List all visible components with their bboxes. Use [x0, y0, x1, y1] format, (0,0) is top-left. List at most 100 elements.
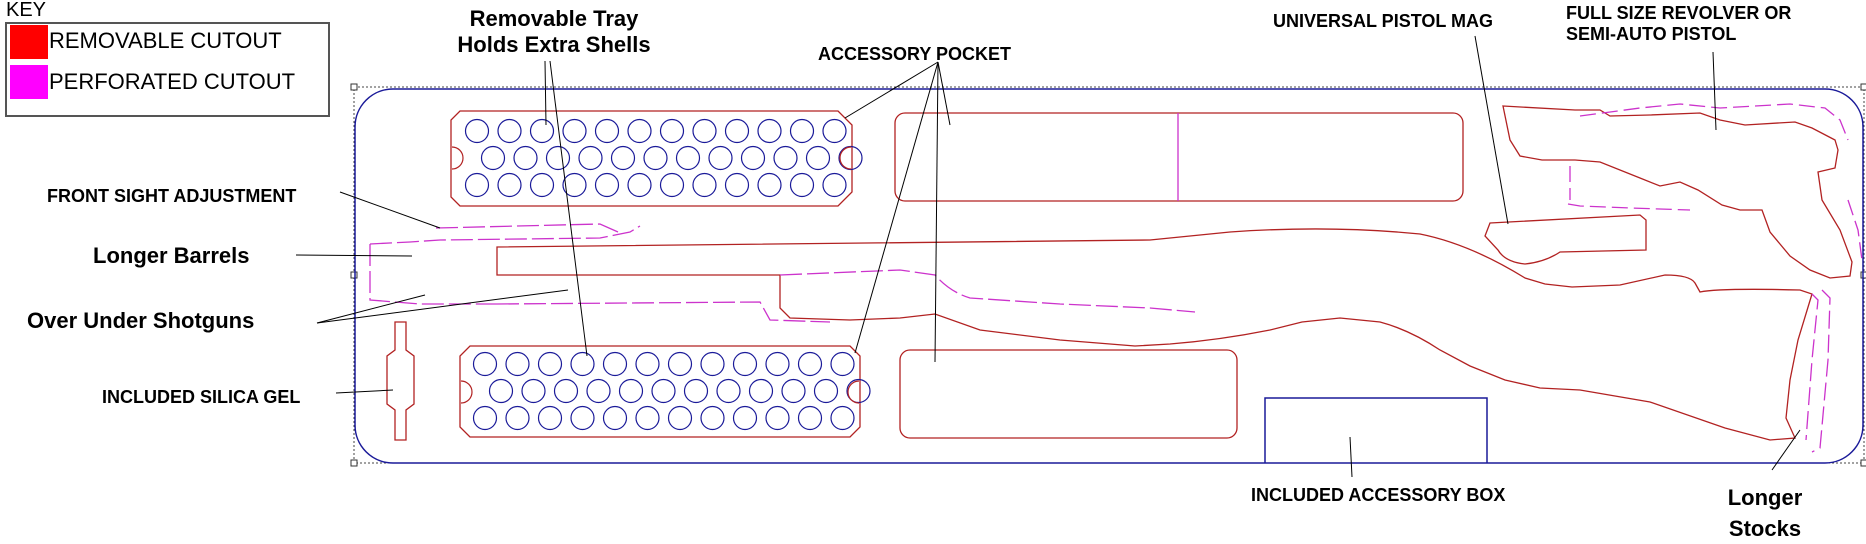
- shell-hole: [732, 405, 758, 431]
- shell-hole: [724, 172, 750, 198]
- tray-finger-notch: [839, 146, 852, 170]
- shell-hole: [578, 145, 603, 171]
- shell-hole: [789, 172, 815, 198]
- accessory-pocket-bottom: [899, 349, 1238, 439]
- shell-hole: [529, 118, 555, 144]
- shell-hole: [570, 405, 595, 431]
- shell-hole: [700, 405, 725, 431]
- shell-tray-top: [450, 110, 853, 207]
- pistol-mag-cutout: [1484, 214, 1647, 265]
- shell-hole: [813, 378, 839, 404]
- case-outline: [354, 88, 1864, 464]
- perforated-key-label: PERFORATED CUTOUT: [49, 69, 296, 94]
- front-sight-label: FRONT SIGHT ADJUSTMENT: [47, 186, 297, 206]
- longer-stocks-line2: Stocks: [1728, 516, 1802, 541]
- removable-tray-line2: Holds Extra Shells: [457, 32, 651, 57]
- shell-hole: [464, 172, 490, 198]
- shell-hole: [805, 145, 831, 171]
- accessory-box-outline: [1264, 397, 1488, 463]
- shell-hole: [830, 405, 855, 431]
- removable-tray-line1: Removable Tray: [469, 6, 639, 31]
- shell-tray-bottom: [459, 345, 861, 438]
- shell-hole: [667, 405, 693, 431]
- rifle-cutout: [496, 228, 1813, 441]
- silica-gel-label: INCLUDED SILICA GEL: [102, 387, 301, 407]
- shell-hole: [765, 351, 790, 377]
- shell-hole: [651, 378, 676, 404]
- tray-finger-notch: [451, 146, 464, 170]
- shell-hole: [488, 378, 514, 404]
- shell-hole: [497, 172, 522, 198]
- shell-hole: [594, 172, 620, 198]
- shell-hole: [781, 378, 806, 404]
- shell-hole: [822, 118, 847, 144]
- removable-swatch: [10, 25, 48, 59]
- shell-hole: [822, 172, 847, 198]
- key-legend: REMOVABLE CUTOUT PERFORATED CUTOUT: [5, 22, 330, 117]
- accessory-box-label: INCLUDED ACCESSORY BOX: [1251, 485, 1506, 505]
- removable-key-label: REMOVABLE CUTOUT: [49, 28, 282, 53]
- shell-hole: [643, 145, 668, 171]
- longer-barrels-label: Longer Barrels: [93, 243, 250, 268]
- shell-holes-top: [464, 118, 863, 198]
- removable-tray-label: Removable Tray Holds Extra Shells: [428, 6, 680, 58]
- universal-pistol-mag-label: UNIVERSAL PISTOL MAG: [1273, 11, 1494, 31]
- revolver-cutout: [1502, 105, 1853, 279]
- shell-hole: [675, 145, 701, 171]
- shell-hole: [716, 378, 741, 404]
- shell-hole: [797, 351, 823, 377]
- shell-hole: [562, 172, 587, 198]
- shell-hole: [480, 145, 506, 171]
- shell-hole: [521, 378, 546, 404]
- shell-hole: [464, 118, 490, 144]
- revolver-line1: FULL SIZE REVOLVER OR: [1566, 3, 1792, 23]
- over-under-label: Over Under Shotguns: [27, 308, 255, 333]
- shell-hole: [692, 172, 717, 198]
- perforated-swatch: [10, 65, 48, 99]
- shell-hole: [635, 351, 660, 377]
- shell-hole: [724, 118, 750, 144]
- shell-hole: [618, 378, 644, 404]
- shell-holes-bottom: [472, 351, 871, 431]
- shell-hole: [708, 145, 733, 171]
- accessory-pocket-label: ACCESSORY POCKET: [818, 44, 1012, 64]
- key-title: KEY: [6, 0, 47, 21]
- shell-hole: [562, 118, 587, 144]
- shell-hole: [545, 145, 571, 171]
- perforated-revolver: [1567, 103, 1863, 261]
- shell-hole: [773, 145, 798, 171]
- tray-finger-notch: [460, 380, 473, 404]
- shell-hole: [659, 172, 685, 198]
- shell-hole: [627, 172, 652, 198]
- shell-hole: [700, 351, 725, 377]
- perforated-barrel-extension: [369, 223, 1196, 323]
- shell-hole: [732, 351, 758, 377]
- shell-hole: [537, 351, 563, 377]
- shell-hole: [757, 118, 782, 144]
- shell-hole: [765, 405, 790, 431]
- shell-hole: [838, 145, 863, 171]
- perforated-stock-extension: [1805, 289, 1831, 453]
- leader-lines: [295, 35, 1801, 478]
- shell-hole: [797, 405, 823, 431]
- longer-stocks-line1: Longer: [1727, 485, 1803, 510]
- shell-hole: [570, 351, 595, 377]
- shell-hole: [472, 405, 498, 431]
- revolver-label: FULL SIZE REVOLVER OR SEMI-AUTO PISTOL: [1566, 3, 1791, 45]
- accessory-pocket-top: [894, 112, 1464, 202]
- shell-hole: [610, 145, 636, 171]
- shell-hole: [537, 405, 563, 431]
- shell-hole: [553, 378, 579, 404]
- shell-hole: [830, 351, 855, 377]
- shell-hole: [635, 405, 660, 431]
- shell-hole: [513, 145, 538, 171]
- shell-hole: [497, 118, 522, 144]
- longer-stocks-label: Longer Stocks: [1705, 482, 1825, 544]
- shell-hole: [594, 118, 620, 144]
- shell-hole: [586, 378, 611, 404]
- shell-hole: [505, 351, 530, 377]
- shell-hole: [505, 405, 530, 431]
- shell-hole: [757, 172, 782, 198]
